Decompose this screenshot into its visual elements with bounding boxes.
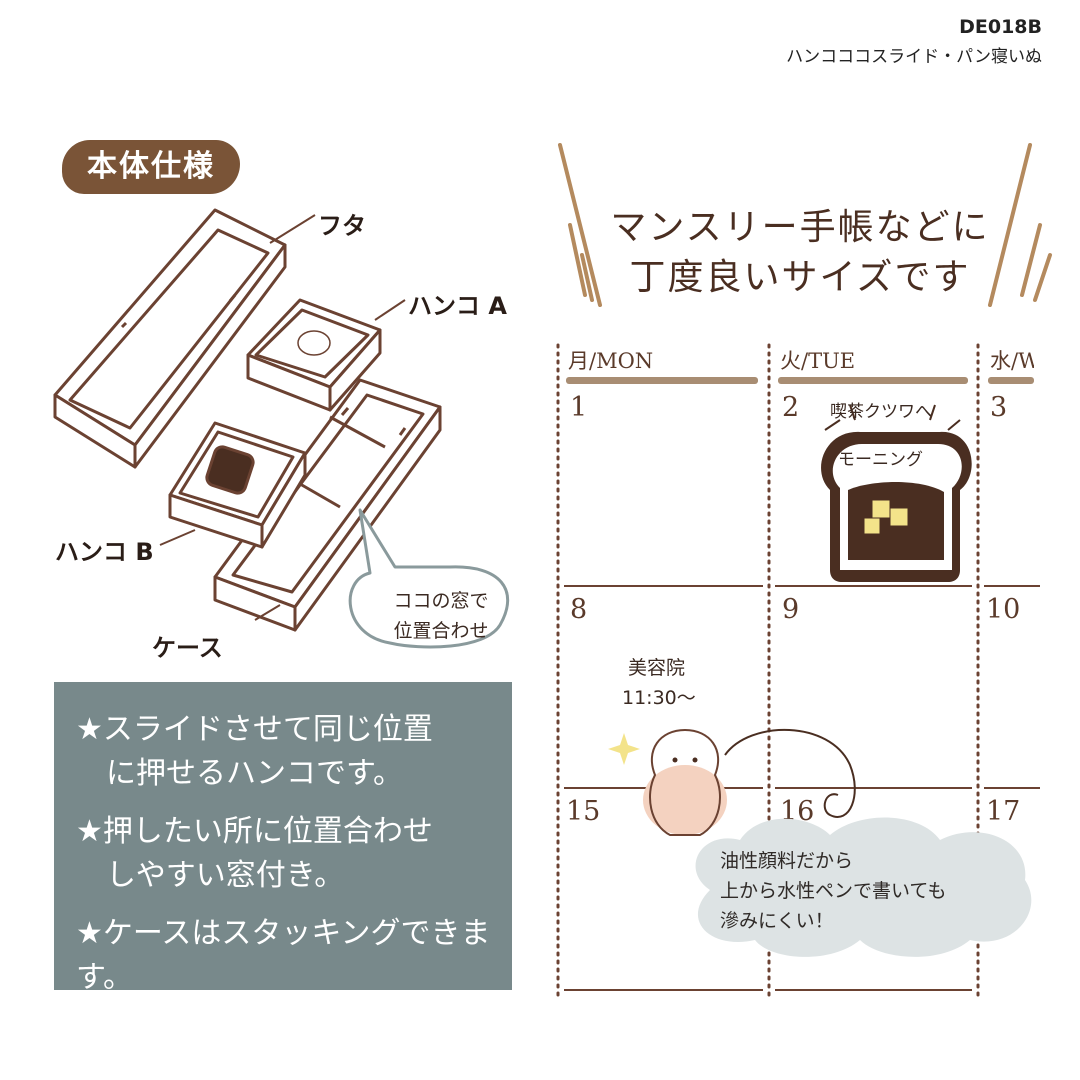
feature-item: ★押したい所に位置合わせ しやすい窓付き。 (76, 810, 433, 898)
day-1: 1 (570, 392, 588, 423)
note-morning: モーニング (838, 450, 923, 470)
feature-item: ★スライドさせて同じ位置 に押せるハンコです。 (76, 708, 433, 796)
feature-line: に押せるハンコです。 (76, 756, 403, 791)
day-8: 8 (570, 594, 588, 625)
product-diagram (53, 208, 510, 649)
feature-line: しやすい窓付き。 (76, 858, 345, 893)
headline-decoration (558, 143, 1052, 307)
calendar-bar-wed (988, 377, 1034, 384)
calendar-header-wed: 水/W (990, 349, 1034, 373)
product-subtitle: ハンコココスライド・パン寝いぬ (786, 47, 1042, 67)
day-3: 3 (990, 392, 1008, 423)
window-bubble-text: ココの窓で 位置合わせ (366, 586, 516, 646)
cloud-note: 油性顔料だから 上から水性ペンで書いても 滲みにくい！ (720, 846, 1020, 936)
day-9: 9 (782, 594, 800, 625)
product-code: DE018B (959, 16, 1042, 38)
bubble-line-2: 位置合わせ (393, 620, 489, 642)
stamp-b-label: ハンコ B (55, 538, 154, 566)
bubble-line-1: ココの窓で (393, 590, 489, 612)
case-label: ケース (152, 634, 223, 662)
calendar-bar-mon (566, 377, 758, 384)
spec-badge: 本体仕様 (62, 140, 240, 194)
note-cafe: 喫茶クツワへ (830, 402, 932, 422)
calendar-header-tue: 火/TUE (780, 349, 856, 373)
calendar-grid (556, 343, 1040, 997)
toast-stamp-icon (821, 404, 972, 582)
dog-stamp-icon (608, 728, 856, 836)
day-2: 2 (782, 392, 800, 423)
cloud-line-1: 油性顔料だから (720, 850, 854, 872)
feature-line: ★スライドさせて同じ位置 (76, 712, 433, 747)
headline-line-1: マンスリー手帳などに (610, 207, 990, 248)
stamp-b-illustration (168, 421, 307, 549)
day-10: 10 (986, 594, 1021, 625)
feature-item: ★ケースはスタッキングできます。 (76, 912, 512, 1000)
lid-label: フタ (318, 212, 366, 240)
note-salon-time: 11:30〜 (622, 687, 696, 709)
features-panel: ★スライドさせて同じ位置 に押せるハンコです。 ★押したい所に位置合わせ しやす… (54, 682, 512, 995)
lid-illustration (53, 208, 287, 469)
note-salon: 美容院 (628, 657, 686, 679)
feature-line: ★押したい所に位置合わせ (76, 814, 433, 849)
calendar-header-mon: 月/MON (568, 349, 654, 373)
case-illustration (213, 378, 442, 632)
cloud-shape (695, 817, 1032, 957)
stamp-a-illustration (246, 298, 382, 412)
cloud-line-3: 滲みにくい！ (720, 910, 834, 932)
day-15: 15 (566, 796, 601, 827)
calendar-bar-tue (778, 377, 968, 384)
cloud-line-2: 上から水性ペンで書いても (720, 880, 947, 902)
feature-line: ★ケースはスタッキングできます。 (76, 916, 491, 995)
day-17: 17 (986, 796, 1021, 827)
headline-line-2: 丁度良いサイズです (629, 257, 971, 298)
stamp-a-label: ハンコ A (408, 292, 507, 320)
